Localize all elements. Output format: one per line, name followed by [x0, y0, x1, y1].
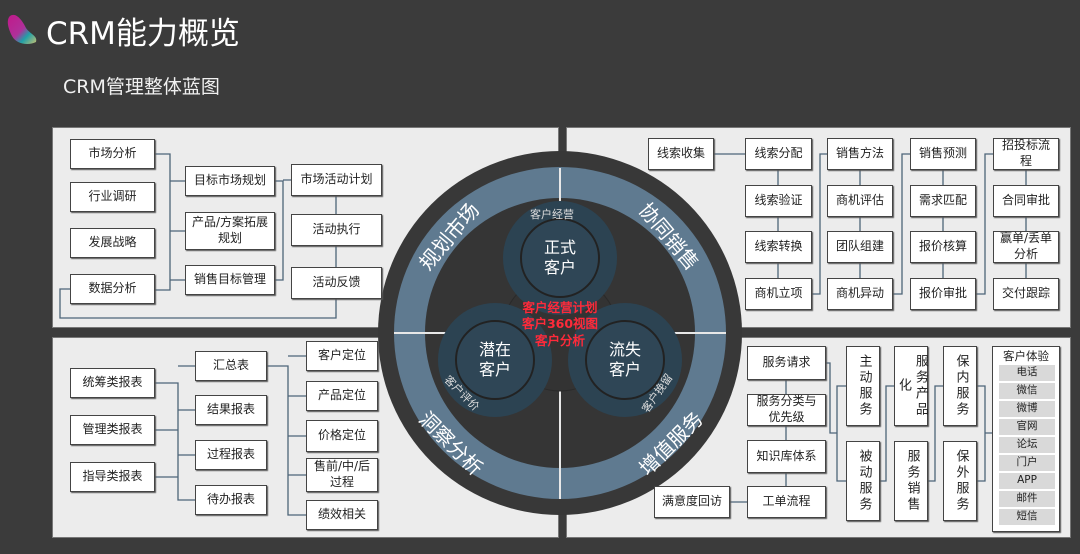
page-subtitle: CRM管理整体蓝图 — [63, 76, 220, 98]
box-market-plan: 产品/方案拓展规划 — [185, 212, 275, 250]
box-report-category: 指导类报表 — [70, 462, 155, 492]
circle-potential: 潜在 客户 — [478, 340, 511, 379]
box-market-input: 数据分析 — [70, 274, 155, 304]
box-sales-start: 线索收集 — [648, 138, 714, 170]
box-report-category: 统筹类报表 — [70, 368, 155, 398]
circle-formal: 正式 客户 — [543, 238, 576, 277]
box-service-feedback: 满意度回访 — [654, 486, 730, 518]
channel-item: 门户 — [999, 455, 1055, 471]
box-customer-experience: 客户体验 电话 微信 微博 官网 论坛 门户 APP 邮件 短信 — [992, 346, 1060, 532]
box-service-mode: 主动服务 — [846, 346, 880, 426]
box-sales: 合同审批 — [993, 185, 1059, 217]
box-sales: 线索分配 — [745, 138, 812, 170]
channel-item: 短信 — [999, 509, 1055, 525]
channel-item: 官网 — [999, 419, 1055, 435]
box-service-product: 服务产品化 — [894, 346, 928, 426]
channel-item: APP — [999, 473, 1055, 489]
box-topic: 价格定位 — [306, 420, 378, 452]
box-service-flow: 知识库体系 — [747, 440, 826, 473]
box-topic: 绩效相关 — [306, 500, 378, 530]
box-sales: 线索验证 — [745, 185, 812, 217]
box-market-input: 市场分析 — [70, 139, 155, 169]
box-report: 结果报表 — [195, 395, 267, 425]
circle-lost: 流失 客户 — [608, 340, 641, 379]
channel-item: 微博 — [999, 401, 1055, 417]
box-sales: 销售方法 — [827, 138, 893, 170]
box-market-input: 行业调研 — [70, 182, 155, 212]
logo-icon — [7, 14, 37, 44]
box-report: 待办报表 — [195, 485, 267, 515]
box-service-flow: 服务分类与优先级 — [747, 394, 826, 426]
box-sales: 需求匹配 — [910, 185, 976, 217]
channel-item: 论坛 — [999, 437, 1055, 453]
box-sales: 赢单/丢单分析 — [993, 231, 1059, 263]
box-service-mode: 被动服务 — [846, 441, 880, 521]
box-sales: 交付跟踪 — [993, 278, 1059, 310]
box-sales: 线索转换 — [745, 231, 812, 263]
experience-title: 客户体验 — [1003, 349, 1049, 363]
box-report-category: 管理类报表 — [70, 415, 155, 445]
box-market-activity: 活动执行 — [291, 214, 382, 246]
box-sales: 商机立项 — [745, 278, 812, 310]
box-market-activity: 活动反馈 — [291, 267, 382, 299]
box-sales: 报价审批 — [910, 278, 976, 310]
box-topic: 产品定位 — [306, 381, 378, 411]
box-sales: 招投标流程 — [993, 138, 1059, 170]
box-sales: 报价核算 — [910, 231, 976, 263]
box-sales: 商机评估 — [827, 185, 893, 217]
circle-formal-arc: 客户经营 — [530, 208, 574, 221]
core-360: 客户360视图 — [521, 316, 599, 332]
core-analysis: 客户分析 — [534, 332, 585, 348]
box-topic: 售前/中/后过程 — [306, 458, 378, 492]
box-market-input: 发展战略 — [70, 228, 155, 258]
page-title: CRM能力概览 — [46, 16, 240, 52]
core-text: 客户经营计划 客户360视图 客户分析 — [510, 300, 610, 349]
box-topic: 客户定位 — [306, 341, 378, 371]
box-report: 汇总表 — [195, 351, 267, 381]
box-service-product: 服务销售 — [894, 441, 928, 521]
box-market-plan: 销售目标管理 — [185, 265, 275, 295]
box-sales: 销售预测 — [910, 138, 976, 170]
channel-item: 邮件 — [999, 491, 1055, 507]
box-warranty: 保外服务 — [943, 441, 977, 521]
box-sales: 团队组建 — [827, 231, 893, 263]
box-market-plan: 目标市场规划 — [185, 166, 275, 196]
box-sales: 商机异动 — [827, 278, 893, 310]
channel-item: 电话 — [999, 365, 1055, 381]
box-market-activity: 市场活动计划 — [291, 164, 382, 196]
box-service-flow: 服务请求 — [747, 346, 826, 380]
box-report: 过程报表 — [195, 440, 267, 470]
channel-item: 微信 — [999, 383, 1055, 399]
box-service-flow: 工单流程 — [747, 486, 826, 518]
box-warranty: 保内服务 — [943, 346, 977, 426]
core-plan: 客户经营计划 — [522, 300, 598, 315]
